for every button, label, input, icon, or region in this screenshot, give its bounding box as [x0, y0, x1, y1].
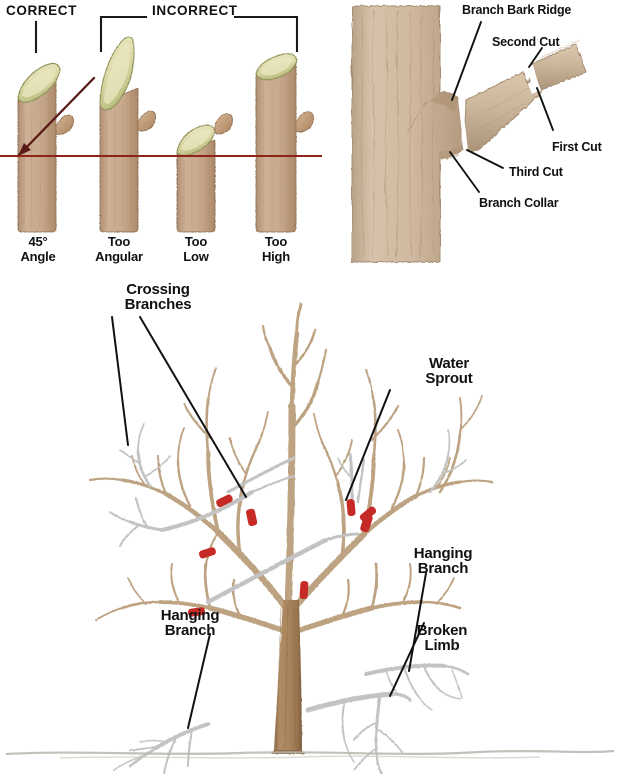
- third-cut-notch: [458, 98, 468, 150]
- stem-label-too-angular-line2: Angular: [95, 249, 143, 264]
- label-first-cut: First Cut: [552, 140, 602, 154]
- canopy-healthy-branches: [88, 302, 494, 633]
- problem-branches-gray: [109, 423, 470, 774]
- cut-angle-artwork: [0, 15, 322, 233]
- parent-trunk: [351, 5, 463, 263]
- label-incorrect: INCORRECT: [152, 3, 238, 18]
- leader-crossing-branches-b: [139, 316, 247, 498]
- label-second-cut: Second Cut: [492, 35, 560, 49]
- panel-cut-angle-comparison: CORRECT INCORRECT 45° Angle Too Angular …: [0, 0, 340, 278]
- bracket-incorrect: [99, 15, 299, 53]
- ground-line: [5, 749, 615, 759]
- leader-hanging-branch-left: [187, 633, 211, 729]
- stem-45-angle: [17, 62, 74, 233]
- panel-three-cut-method: Branch Bark Ridge Second Cut First Cut T…: [340, 0, 622, 278]
- cut-marker: [346, 498, 356, 517]
- tree-callout-leaders: [111, 316, 427, 729]
- stem-too-high: [255, 53, 314, 233]
- hanging-branch-right: [364, 663, 470, 711]
- leader-third-cut: [466, 149, 504, 169]
- cut-markers: [187, 494, 377, 617]
- angle-guide-arrow: [16, 76, 96, 158]
- cut-marker: [187, 607, 206, 617]
- water-sprout-shoot-2: [356, 458, 366, 504]
- second-cut-notch: [527, 65, 539, 89]
- leader-branch-bark-ridge: [451, 21, 482, 101]
- leader-water-sprout: [345, 389, 391, 501]
- stem-label-too-low-line2: Low: [183, 249, 209, 264]
- leader-branch-collar: [449, 151, 480, 193]
- stem-too-low: [176, 113, 233, 233]
- leader-broken-limb: [389, 622, 425, 697]
- water-sprout-shoot-1: [348, 452, 354, 500]
- label-branch-bark-ridge: Branch Bark Ridge: [462, 3, 572, 17]
- label-hanging-branch-left: Hanging Branch: [160, 607, 220, 640]
- label-water-sprout: Water Sprout: [425, 355, 473, 388]
- label-third-cut: Third Cut: [509, 165, 563, 179]
- leader-hanging-branch-right: [408, 572, 427, 672]
- stem-label-too-angular-line1: Too: [107, 234, 131, 249]
- label-branch-collar: Branch Collar: [479, 196, 559, 210]
- label-crossing-branches: Crossing Branches: [124, 281, 192, 314]
- panel-whole-tree: Crossing Branches Water Sprout Hanging B…: [0, 278, 622, 774]
- crossing-branch-3: [205, 537, 329, 605]
- broken-limb: [305, 691, 412, 774]
- three-cut-artwork: [351, 5, 587, 263]
- cut-marker: [299, 580, 309, 600]
- branch-limb: [463, 39, 587, 152]
- cut-marker: [246, 508, 258, 527]
- label-correct: CORRECT: [6, 3, 77, 18]
- stem-label-45-angle-line1: 45°: [28, 234, 48, 249]
- crossing-branch-2: [226, 456, 296, 494]
- callout-leaders: [449, 21, 554, 193]
- tree-artwork: [5, 302, 615, 774]
- leader-first-cut: [536, 87, 554, 131]
- label-hanging-branch-right: Hanging Branch: [413, 545, 473, 578]
- leader-second-cut: [528, 47, 543, 68]
- stem-too-angular: [99, 36, 156, 233]
- stem-label-45-angle-line2: Angle: [20, 249, 56, 264]
- cut-marker: [216, 494, 233, 508]
- cut-marker: [198, 547, 216, 559]
- leader-crossing-branches-a: [111, 316, 129, 446]
- hanging-branch-left: [113, 722, 210, 774]
- stem-label-too-high-line2: High: [261, 249, 291, 264]
- crossing-branch-1: [159, 489, 255, 533]
- label-broken-limb: Broken Limb: [416, 622, 468, 655]
- stem-label-too-low-line1: Too: [184, 234, 208, 249]
- cut-marker: [360, 514, 373, 533]
- stem-label-too-high-line1: Too: [264, 234, 288, 249]
- tree-trunk: [271, 600, 306, 754]
